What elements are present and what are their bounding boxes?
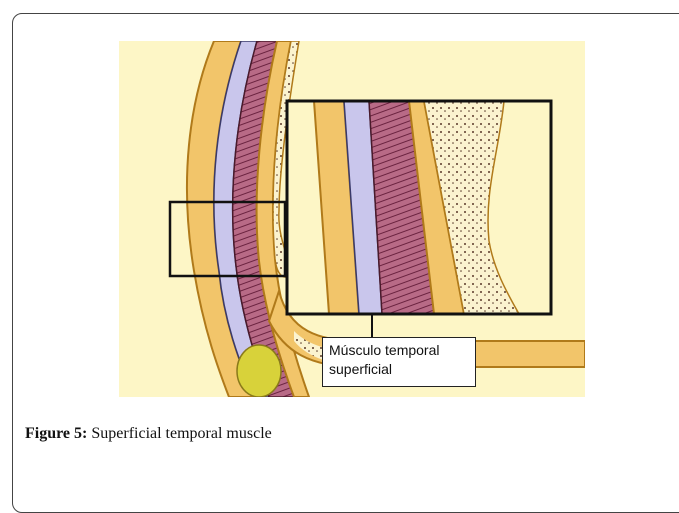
fat-pad [237, 345, 281, 397]
magnified-inset [287, 101, 551, 314]
caption-label: Figure 5: [25, 425, 87, 442]
label-line-2: superficial [329, 360, 469, 379]
label-line-1: Músculo temporal [329, 341, 469, 360]
caption-text: Superficial temporal muscle [87, 425, 271, 442]
figure-caption: Figure 5: Superficial temporal muscle [25, 425, 272, 443]
muscle-label-box: Músculo temporal superficial [322, 337, 476, 387]
